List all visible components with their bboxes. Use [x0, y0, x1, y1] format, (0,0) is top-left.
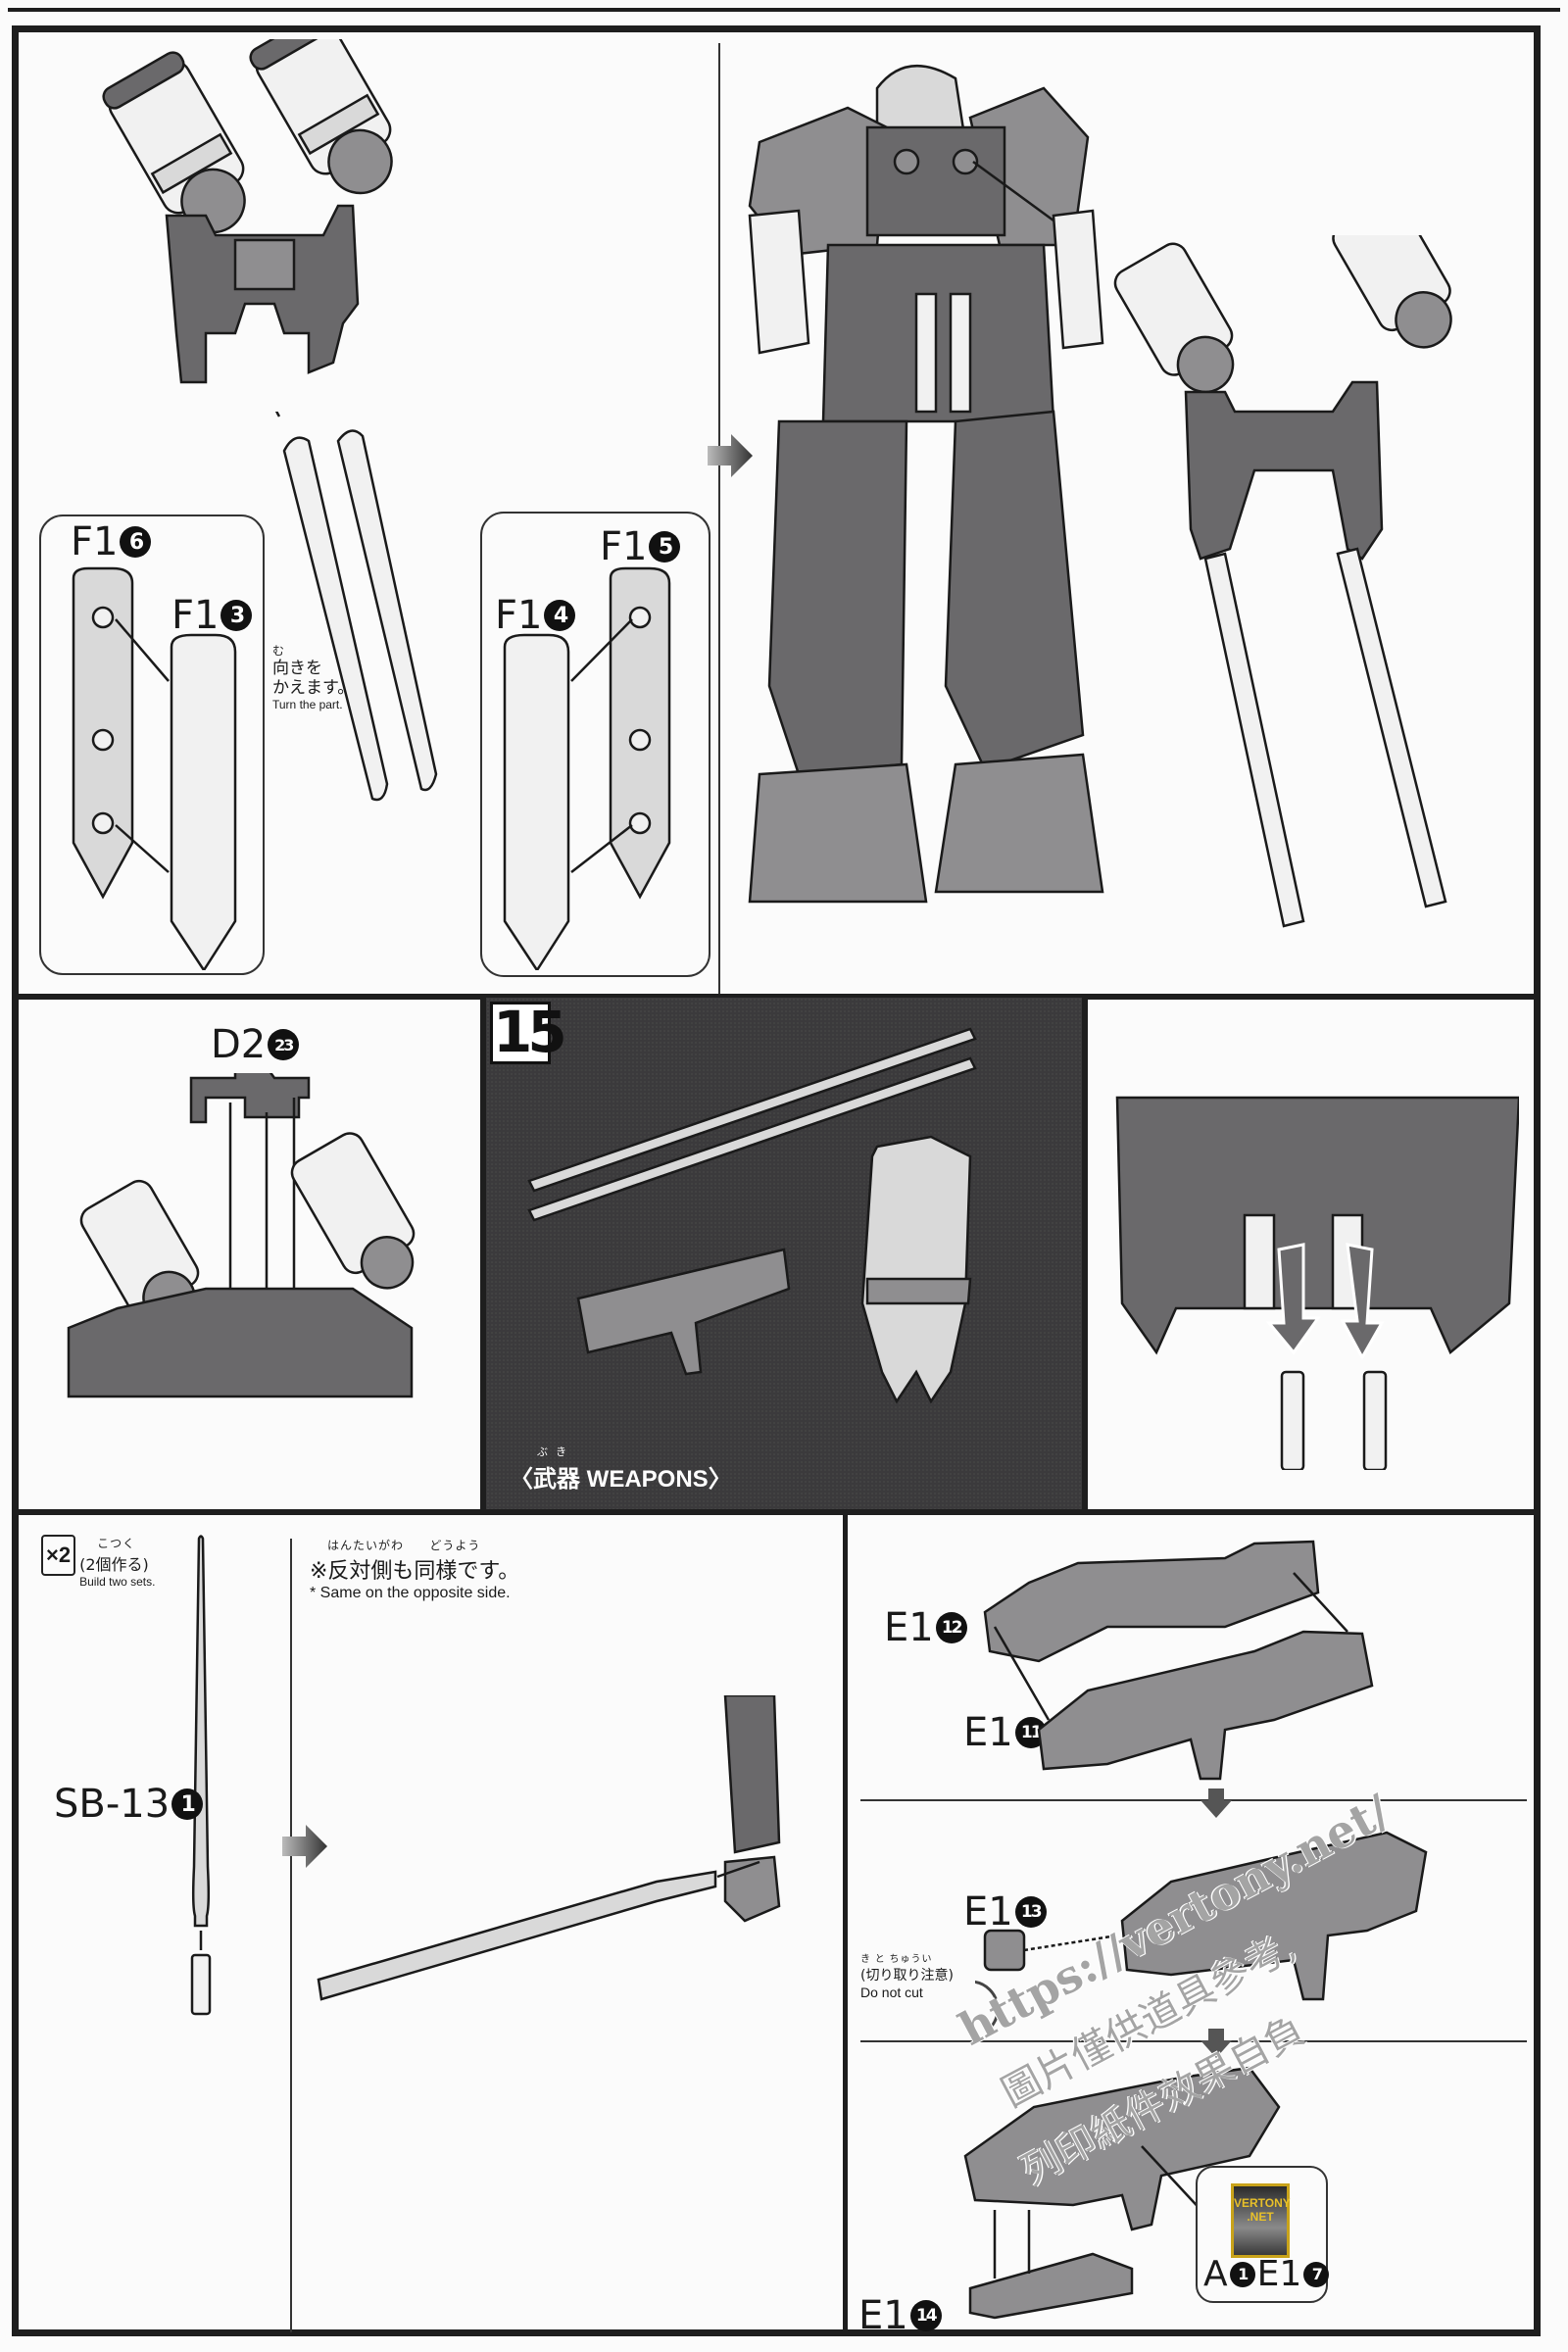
part-label-sb13: SB-13 1	[54, 1782, 204, 1827]
step-divider	[290, 1539, 292, 2332]
build-two-sets-note: ×2 こつく (2個作る) Build two sets.	[41, 1535, 155, 1589]
panel-divider	[843, 1515, 848, 2334]
weapons-illustration	[527, 1027, 977, 1404]
build-count-jp: (2個作る)	[79, 1555, 149, 1574]
blade-pair-illustration	[274, 412, 438, 802]
part-label-f15: F1 5	[600, 524, 681, 569]
top-rule	[8, 8, 1560, 12]
turn-note-jp-2: かえます。	[272, 678, 355, 698]
opposite-side-note: はんたいがわ どうよう ※反対側も同様です。 * Same on the opp…	[310, 1537, 519, 1602]
badge-line-1: VERTONY	[1234, 2196, 1291, 2210]
part-label-f16: F1 6	[71, 519, 152, 564]
panel-divider	[1082, 998, 1088, 1511]
opposite-side-en: * Same on the opposite side.	[310, 1585, 511, 1601]
panel-divider	[480, 998, 486, 1511]
part-number-badge: 5	[649, 531, 681, 563]
saber-part-vertical	[190, 1535, 212, 2016]
ruby-ki: き	[556, 1446, 574, 1458]
part-label-d2: D2 23	[211, 1022, 300, 1067]
badge-line-2: .NET	[1247, 2210, 1274, 2224]
part-number-badge: 1	[1229, 2261, 1255, 2287]
part-number-badge: 4	[544, 600, 576, 631]
sub-step-divider	[860, 2040, 1527, 2042]
weapons-title-en: WEAPONS	[586, 1466, 709, 1493]
part-code: A	[1203, 2254, 1228, 2294]
part-code: E1	[884, 1605, 934, 1650]
row-divider-2	[12, 1509, 1541, 1515]
bracket-open: 〈	[510, 1466, 533, 1493]
turn-part-note: む 向きを かえます。 Turn the part.	[272, 642, 380, 711]
part-code: F1	[495, 593, 543, 638]
part-number-badge: 23	[268, 1029, 300, 1060]
down-arrow-icon	[1200, 2029, 1232, 2058]
weapons-title: ぶき 〈武器 WEAPONS〉	[510, 1444, 732, 1494]
part-label-f13: F1 3	[172, 593, 253, 638]
part-label-e1-14: E1 14	[858, 2293, 942, 2338]
part-label-e1-13: E1 13	[963, 1889, 1047, 1935]
part-number-badge: 14	[909, 2300, 942, 2331]
part-number-badge: 13	[1014, 1896, 1047, 1928]
down-arrow-icon	[1200, 1788, 1232, 1818]
part-number-badge: 3	[220, 600, 253, 631]
f16-f13-parts-diagram	[72, 566, 237, 970]
part-code: E1	[963, 1889, 1013, 1935]
rifle-muzzle-attach-illustration	[975, 1831, 1428, 2029]
sub-step-divider	[860, 1799, 1527, 1801]
vertony-badge: VERTONY .NET	[1231, 2183, 1291, 2258]
build-count-ruby: こつく	[97, 1537, 136, 1550]
build-count-en: Build two sets.	[79, 1575, 156, 1589]
part-label-f14: F1 4	[495, 593, 576, 638]
next-step-arrow-icon	[708, 434, 753, 477]
next-step-arrow-icon	[282, 1825, 327, 1868]
part-code: F1	[71, 519, 119, 564]
backpack-with-blades-illustration	[1113, 235, 1452, 928]
part-code: F1	[600, 524, 648, 569]
remove-tubes-illustration	[1115, 1096, 1519, 1470]
step-divider	[718, 43, 720, 994]
part-number-badge: 7	[1303, 2261, 1330, 2287]
part-code: E1	[858, 2293, 908, 2338]
part-number-badge: 6	[120, 526, 152, 558]
part-code: SB-13	[54, 1782, 171, 1827]
backpack-cap-illustration	[67, 1073, 416, 1398]
f14-f15-parts-diagram	[503, 566, 671, 970]
ruby-bu: ぶ	[537, 1446, 556, 1458]
part-number-badge: 12	[935, 1612, 967, 1643]
backpack-illustration	[102, 39, 393, 384]
row-divider-1	[12, 994, 1541, 1000]
turn-note-jp-1: 向きを	[272, 659, 322, 678]
cut-note-jp: (切り取り注意)	[860, 1968, 954, 1984]
do-not-cut-note: き と ちゅうい (切り取り注意) Do not cut	[860, 1950, 954, 2000]
part-label-a1-e17: A 1 E1 7	[1203, 2254, 1330, 2294]
rifle-halves-illustration	[983, 1540, 1374, 1781]
part-label-e1-12: E1 12	[884, 1605, 967, 1650]
x2-badge: ×2	[41, 1535, 76, 1576]
part-code: D2	[211, 1022, 267, 1067]
cut-note-ruby: き と ちゅうい	[860, 1954, 933, 1965]
part-label-e1-11: E1 11	[963, 1710, 1047, 1755]
turn-note-ruby: む	[272, 644, 286, 658]
turn-note-en: Turn the part.	[272, 698, 343, 711]
robot-back-view	[748, 64, 1104, 904]
weapons-title-jp: 武器	[533, 1465, 580, 1493]
ruby-douyou: どうよう	[429, 1539, 481, 1552]
weapons-panel	[486, 998, 1082, 1509]
part-code: E1	[963, 1710, 1013, 1755]
bracket-close: 〉	[708, 1466, 732, 1493]
cut-note-en: Do not cut	[860, 1984, 923, 2000]
part-code: F1	[172, 593, 220, 638]
ruby-hantaigawa: はんたいがわ	[327, 1539, 405, 1552]
part-number-badge: 1	[172, 1788, 204, 1820]
saber-to-hand-illustration	[317, 1695, 781, 2001]
opposite-side-jp: ※反対側も同様です。	[310, 1559, 520, 1584]
part-code: E1	[1256, 2254, 1302, 2294]
